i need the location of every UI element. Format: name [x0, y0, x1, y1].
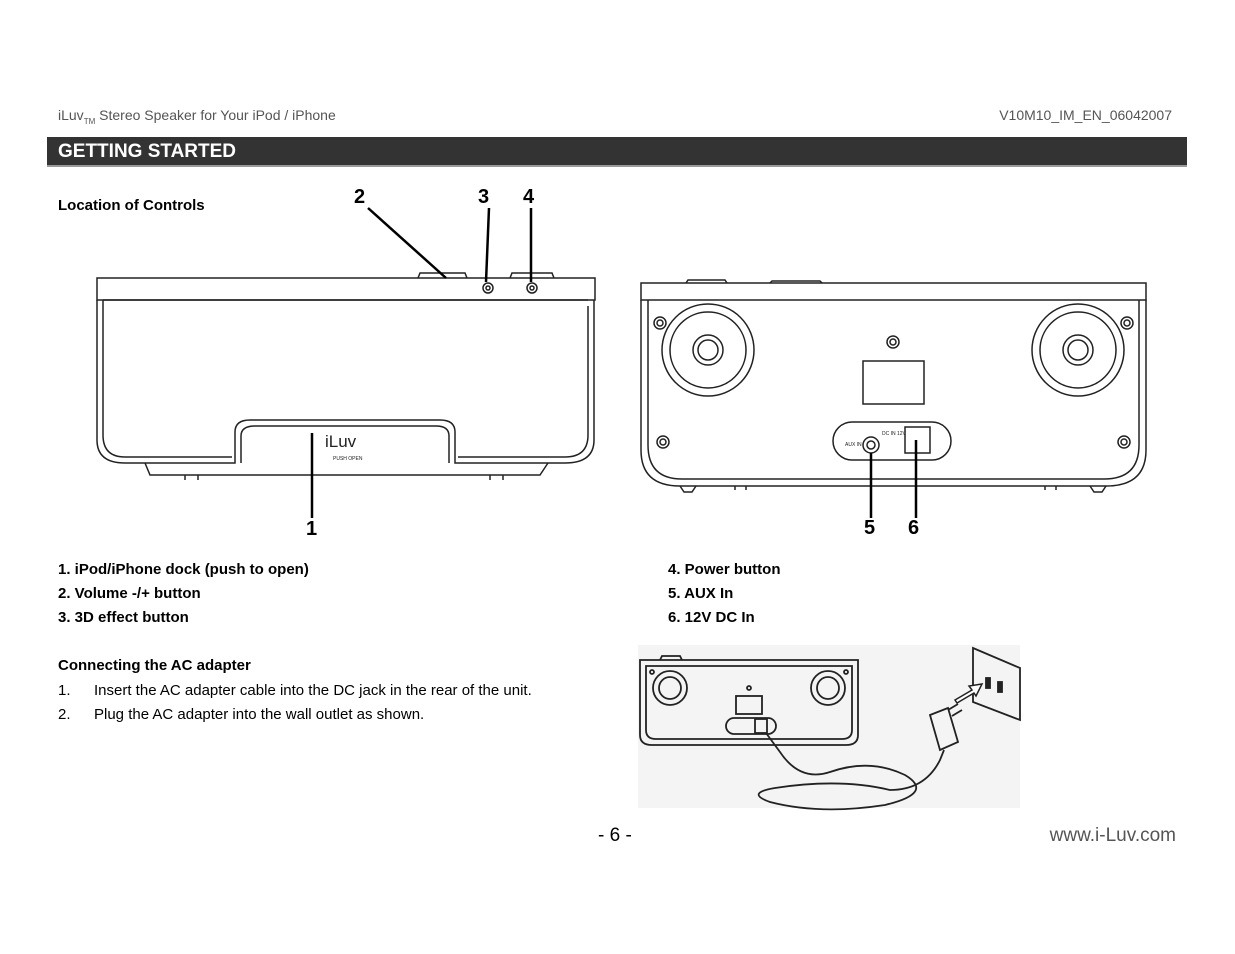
website-link[interactable]: www.i-Luv.com	[1049, 825, 1176, 846]
control-item-6: 6. 12V DC In	[668, 609, 755, 626]
callout-6: 6	[908, 517, 920, 539]
header-product: iLuvTM Stereo Speaker for Your iPod / iP…	[58, 107, 336, 126]
dc-in-label: DC IN 12V	[882, 431, 906, 437]
control-item-1: 1. iPod/iPhone dock (push to open)	[58, 561, 309, 578]
header-doc-code: V10M10_IM_EN_06042007	[999, 107, 1172, 123]
rear-view-illustration	[640, 279, 1147, 518]
callout-4: 4	[523, 186, 535, 208]
control-item-4: 4. Power button	[668, 561, 781, 578]
ac-step-1-number: 1.	[58, 682, 71, 699]
callout-3: 3	[478, 186, 490, 208]
section-bar	[47, 137, 1187, 167]
ac-step-2-number: 2.	[58, 706, 71, 723]
page-number: - 6 -	[598, 825, 632, 846]
control-item-3: 3. 3D effect button	[58, 609, 189, 626]
header-product-name: Stereo Speaker for Your iPod / iPhone	[99, 107, 336, 123]
header-brand: iLuv	[58, 107, 84, 123]
callout-1: 1	[306, 518, 318, 540]
front-view-illustration	[96, 207, 596, 518]
ac-adapter-title: Connecting the AC adapter	[58, 657, 251, 674]
section-title: GETTING STARTED	[58, 141, 237, 162]
ac-step-2: 2. Plug the AC adapter into the wall out…	[58, 706, 618, 726]
ac-step-1: 1. Insert the AC adapter cable into the …	[58, 682, 618, 702]
ac-step-2-text: Plug the AC adapter into the wall outlet…	[94, 706, 425, 723]
device-logo: iLuv	[325, 432, 357, 451]
control-item-2: 2. Volume -/+ button	[58, 585, 201, 602]
push-open-label: PUSH OPEN	[333, 456, 363, 462]
ac-step-1-text: Insert the AC adapter cable into the DC …	[94, 682, 532, 699]
control-item-5: 5. AUX In	[668, 585, 734, 602]
header-brand-tm: TM	[83, 116, 96, 126]
ac-adapter-illustration	[638, 645, 1021, 811]
callout-5: 5	[864, 517, 876, 539]
callout-2: 2	[354, 186, 366, 208]
controls-title: Location of Controls	[58, 197, 205, 214]
aux-in-label: AUX IN	[845, 442, 862, 448]
